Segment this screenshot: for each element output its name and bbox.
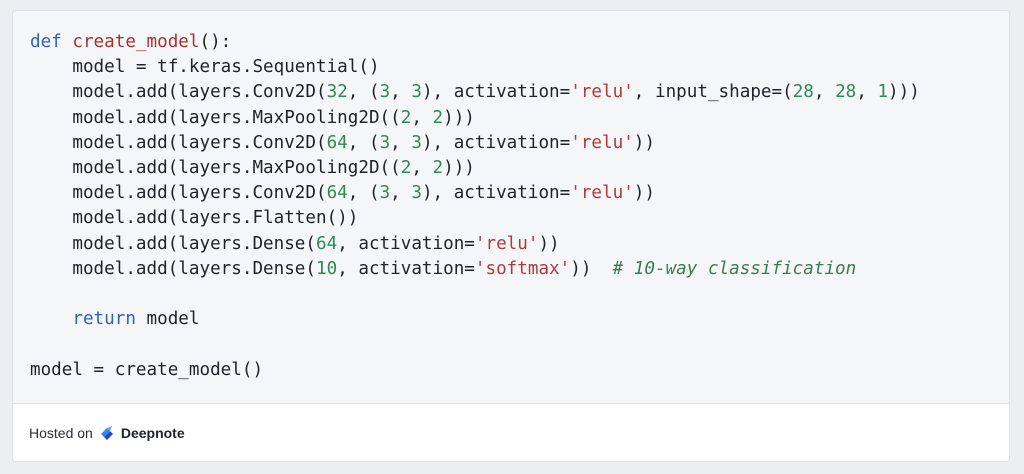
token-kw: return — [72, 309, 136, 330]
token-num: 64 — [316, 233, 338, 254]
token-num: 3 — [379, 82, 391, 103]
token-num: 28 — [792, 82, 814, 103]
token-text: model.add(layers.Dense( — [30, 233, 316, 254]
token-text: model.add(layers.Conv2D( — [30, 183, 327, 204]
token-num: 2 — [432, 158, 444, 179]
token-text: , input_shape=( — [633, 82, 793, 103]
code-line: model.add(layers.Conv2D(64, (3, 3), acti… — [30, 133, 655, 153]
token-text: , ( — [347, 132, 380, 153]
token-text: model = create_model() — [30, 359, 264, 380]
embed-footer: Hosted on Deepnote — [13, 404, 1009, 461]
token-text: ))) — [888, 82, 920, 103]
token-text: ), activation= — [421, 183, 571, 204]
code-line: model.add(layers.MaxPooling2D((2, 2))) — [30, 108, 475, 128]
hosted-on-label: Hosted on — [29, 424, 93, 441]
token-num: 64 — [326, 132, 348, 153]
token-text — [30, 309, 72, 329]
token-text: )) — [633, 132, 655, 153]
token-num: 2 — [432, 107, 444, 128]
code-line: return model — [30, 309, 200, 330]
code-line: model.add(layers.Conv2D(64, (3, 3), acti… — [30, 183, 655, 203]
token-text: )) — [570, 258, 613, 279]
token-text: )) — [633, 183, 655, 204]
token-num: 1 — [877, 82, 889, 103]
token-text: ), activation= — [421, 82, 571, 103]
token-text: , — [390, 132, 412, 153]
token-text: , ( — [347, 82, 380, 103]
token-text: , ( — [347, 183, 380, 204]
notebook-embed-card: def create_model(): model = tf.keras.Seq… — [12, 10, 1010, 462]
code-line: model.add(layers.Flatten()) — [30, 208, 358, 228]
token-num: 3 — [379, 183, 391, 204]
token-text: model.add(layers.Conv2D( — [30, 132, 327, 153]
token-num: 3 — [411, 183, 422, 204]
token-kw: def — [30, 32, 62, 52]
token-text: )) — [538, 233, 560, 254]
token-str: 'relu' — [570, 183, 634, 204]
code-cell[interactable]: def create_model(): model = tf.keras.Seq… — [13, 11, 1009, 404]
token-text: , — [856, 82, 878, 103]
token-text: model.add(layers.Dense( — [30, 258, 316, 279]
token-num: 32 — [326, 82, 348, 103]
code-line: model.add(layers.Dense(64, activation='r… — [30, 233, 560, 254]
code-line: def create_model(): — [30, 32, 231, 52]
token-num: 3 — [379, 132, 391, 153]
token-text: model.add(layers.MaxPooling2D(( — [30, 107, 401, 128]
code-line: model = tf.keras.Sequential() — [30, 57, 380, 78]
token-text: model = tf.keras.Sequential() — [30, 57, 380, 78]
code-line: model.add(layers.MaxPooling2D((2, 2))) — [30, 158, 475, 178]
token-num: 3 — [411, 82, 422, 103]
token-text: , activation= — [337, 233, 475, 254]
token-num: 2 — [400, 158, 412, 179]
token-cm: # 10-way classification — [612, 258, 857, 279]
token-text: , — [411, 107, 433, 128]
deepnote-link[interactable]: Deepnote — [120, 424, 185, 441]
code-line: model.add(layers.Dense(10, activation='s… — [30, 259, 856, 279]
token-text: ))) — [443, 107, 475, 128]
token-num: 2 — [400, 107, 412, 128]
token-str: 'softmax' — [474, 258, 571, 279]
code-line: model.add(layers.Conv2D(32, (3, 3), acti… — [30, 82, 920, 103]
code-line: model = create_model() — [30, 360, 263, 380]
token-num: 3 — [411, 132, 422, 153]
token-text: model.add(layers.Flatten()) — [30, 208, 359, 229]
token-text: , — [411, 158, 433, 179]
token-str: 'relu' — [570, 82, 634, 103]
token-str: 'relu' — [474, 233, 539, 254]
token-text: ))) — [443, 158, 475, 179]
token-text: , activation= — [337, 258, 475, 279]
token-text: ), activation= — [421, 132, 571, 153]
token-text: model — [135, 309, 200, 330]
token-num: 28 — [835, 82, 857, 103]
token-text: model.add(layers.Conv2D( — [30, 82, 327, 103]
token-text: , — [813, 82, 836, 103]
token-text: (): — [199, 32, 232, 52]
token-num: 10 — [316, 258, 338, 279]
code-block[interactable]: def create_model(): model = tf.keras.Seq… — [30, 30, 920, 383]
token-num: 64 — [326, 183, 348, 204]
token-str: 'relu' — [570, 132, 634, 153]
token-text: model.add(layers.MaxPooling2D(( — [30, 158, 401, 179]
deepnote-logo-icon[interactable] — [99, 425, 115, 441]
token-fn: create_model — [72, 32, 200, 52]
token-text: , — [390, 183, 412, 204]
token-text: , — [390, 82, 412, 103]
token-text — [62, 32, 73, 52]
